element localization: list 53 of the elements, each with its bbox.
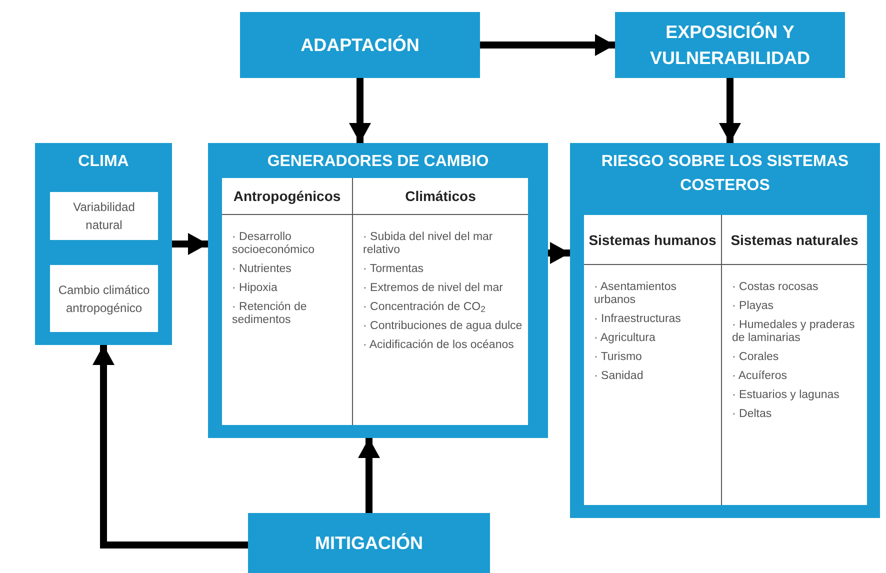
group-box — [208, 143, 548, 438]
arrow — [172, 233, 208, 255]
process-box — [248, 513, 490, 573]
list-item: · Corales — [732, 351, 780, 364]
list-item: · Deltas — [732, 408, 773, 421]
list-item: · Turismo — [594, 351, 643, 364]
column-heading: Antropogénicos — [232, 187, 342, 206]
text-box — [50, 192, 158, 240]
list-item: · Playas — [732, 300, 775, 313]
list-item: · Acidificación de los océanos — [363, 339, 515, 352]
list-item: · Nutrientes — [232, 263, 292, 276]
list-item: · Agricultura — [594, 332, 656, 345]
list-item: · Sanidad — [594, 370, 644, 383]
arrow — [719, 78, 741, 143]
box-title: EXPOSICIÓN Y VULNERABILIDAD — [649, 21, 811, 70]
box-title: MITIGACIÓN — [315, 532, 423, 555]
arrow — [358, 438, 380, 513]
column-heading: Sistemas humanos — [588, 230, 718, 250]
box-title: GENERADORES DE CAMBIO — [266, 152, 490, 172]
list-item: · Tormentas — [363, 263, 425, 276]
box-text: Cambio climático antropogénico — [57, 282, 151, 316]
list-item: · Subida del nivel del mar relativo — [363, 231, 494, 257]
box-title: RIESGO SOBRE LOS SISTEMAS COSTEROS — [600, 152, 850, 196]
column-heading: Sistemas naturales — [730, 230, 860, 250]
column-heading: Climáticos — [404, 187, 477, 206]
box-title: ADAPTACIÓN — [300, 34, 420, 57]
box-text: Variabilidad natural — [72, 199, 136, 234]
list-item: · Desarrollo socioeconómico — [232, 231, 316, 257]
box-title: CLIMA — [77, 152, 130, 172]
list-item: · Asentamientos urbanos — [594, 281, 678, 307]
arrow — [548, 242, 570, 264]
table-column — [353, 178, 528, 425]
list-item: · Acuíferos — [732, 370, 788, 383]
group-box — [35, 143, 172, 345]
list-item: · Retención de sedimentos — [232, 301, 308, 327]
table-column — [222, 178, 353, 425]
text-box — [50, 265, 158, 332]
arrow — [92, 345, 248, 548]
group-box — [570, 143, 880, 518]
list-item: · Humedales y praderas de laminarias — [732, 319, 856, 345]
list-item: · Extremos de nivel del mar — [363, 282, 504, 295]
list-item: · Estuarios y lagunas — [732, 389, 840, 402]
list-item: · Hipoxia — [232, 282, 278, 295]
table-column — [722, 215, 867, 505]
arrow — [349, 78, 371, 143]
list-item: · Infraestructuras — [594, 313, 682, 326]
list-item: · Concentración de CO$_{2}$ — [363, 301, 486, 314]
list-item: · Contribuciones de agua dulce — [363, 320, 524, 333]
process-box — [240, 12, 480, 78]
list-item: · Costas rocosas — [732, 281, 820, 294]
process-box — [615, 12, 845, 78]
table-column — [584, 215, 722, 505]
arrow — [480, 34, 615, 56]
